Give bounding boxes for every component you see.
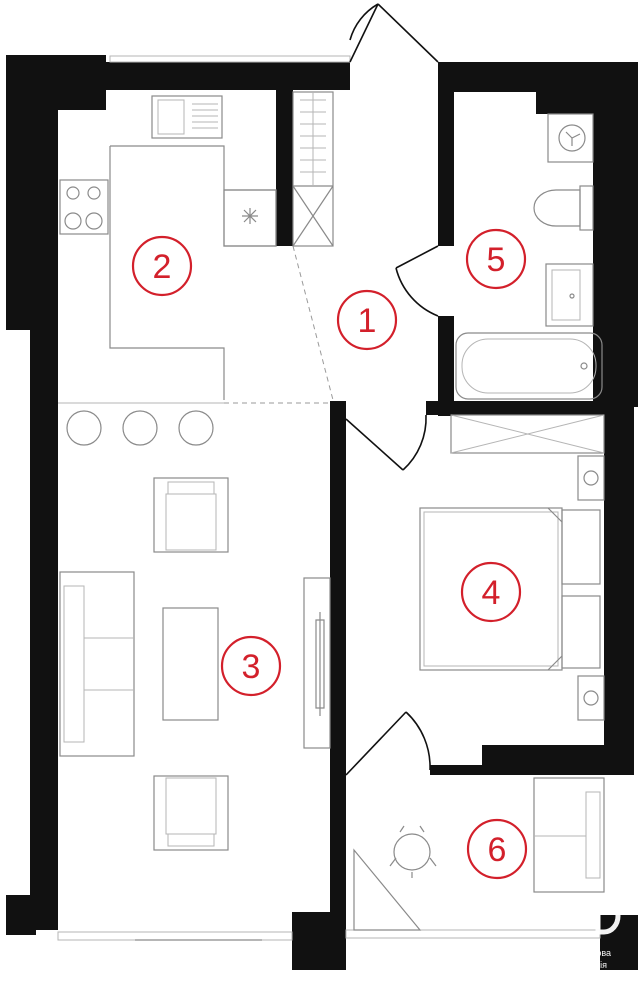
logo-line-1: житлова [576,948,611,958]
washing-machine [547,113,594,163]
bathtub [455,332,603,400]
bathtub-inner [461,338,597,394]
room-badge-4: 4 [460,561,522,623]
wall-bedroom-balcony [482,745,608,775]
room-number-5: 5 [487,241,506,279]
bar-stool [66,410,102,446]
logo-line-2: компанія [570,960,607,970]
armchair [153,477,229,553]
kitchen-sink-basin [157,99,185,135]
wall-living-bedroom-top [330,401,346,419]
balcony-desk [353,848,422,931]
coffee-table [162,607,219,721]
room-number-6: 6 [488,831,507,869]
bedroom-fixtures [419,414,605,721]
bed [419,507,563,671]
bar-stool [178,410,214,446]
company-logo: житлова компанія [570,897,621,970]
wall-left [30,55,58,930]
bed-inner [423,511,559,667]
bath-door-arc [395,267,439,317]
windows [57,55,601,941]
toilet [533,189,581,227]
tv-icon [315,612,325,716]
bedroom-wardrobe-cross [450,414,605,454]
kitchen-sink [151,95,223,139]
stove-burner-icon [87,186,101,200]
stove-burner-icon [66,186,80,200]
bathroom-sink-basin [551,269,581,321]
office-chair [393,833,431,871]
washing-machine-drum-icon [558,124,586,152]
room-number-3: 3 [242,648,261,686]
office-chair-base [389,825,437,878]
entry-door-left [349,3,379,63]
wall-right-lower [604,400,634,775]
kitchen-stove [59,179,109,235]
room-badge-1: 1 [336,289,398,351]
wall-bath-bedroom [426,401,608,415]
kitchen-fridge [223,189,277,247]
doors [345,3,439,776]
entry-door-right [377,3,439,63]
wall-bedroom-balcony-thin [430,765,490,775]
bar-stool [122,410,158,446]
balcony-door [345,711,407,776]
wall-bath-left-top [438,62,454,246]
wall-right-upper [593,62,638,407]
room-badge-5: 5 [465,228,527,290]
wall-bath-left-bottom [438,316,454,416]
snowflake-icon [242,208,258,224]
hall-fixtures [292,91,334,247]
bed-blanket-fold [547,507,563,671]
bedroom-wardrobe [450,414,605,454]
entry-door-left-arc [349,3,379,41]
pillow [561,595,601,669]
bathroom-sink [545,263,594,327]
tv-stand [303,577,331,749]
stove-burner-icon [64,212,82,230]
wall-top-mid [100,62,350,90]
bar-stools [58,402,224,446]
wall-bottom-mid [292,912,346,970]
wardrobe-hangers [300,99,326,173]
window-bottom-living [57,931,293,941]
wall-bottom-right [600,915,638,970]
nightstand [577,455,605,501]
balcony-fixtures [353,777,605,931]
kitchen-fixtures [58,95,334,446]
stove-burner-icon [85,212,103,230]
armchair [153,775,229,851]
room-badge-2: 2 [131,235,193,297]
walls [6,55,638,970]
living-fixtures [59,477,331,851]
sofa [59,571,135,757]
wall-top-left [6,55,106,110]
room-number-2: 2 [153,248,172,286]
balcony-sofa [533,777,605,893]
balcony-door-arc [405,711,431,771]
shoe-cabinet-cross [292,185,334,247]
room-number-4: 4 [482,574,501,612]
window-bottom-balcony [345,929,601,939]
window-top [109,55,351,63]
bath-door [395,245,439,269]
room-number-1: 1 [358,302,377,340]
nightstand [577,675,605,721]
bedroom-door-arc [402,414,427,471]
room-badge-3: 3 [220,635,282,697]
toilet-tank [579,185,594,231]
kitchen-sink-drain-lines [192,103,218,129]
bathroom-fixtures [455,113,603,400]
zone-line-kitchen-hall [292,245,334,401]
bedroom-door [345,418,404,471]
logo-letter-d-icon [595,897,621,935]
wall-left-notch [6,895,36,935]
pillow [561,509,601,585]
wall-kitchen-entry [276,62,293,246]
room-badge-6: 6 [466,818,528,880]
wall-living-bedroom [330,415,346,770]
